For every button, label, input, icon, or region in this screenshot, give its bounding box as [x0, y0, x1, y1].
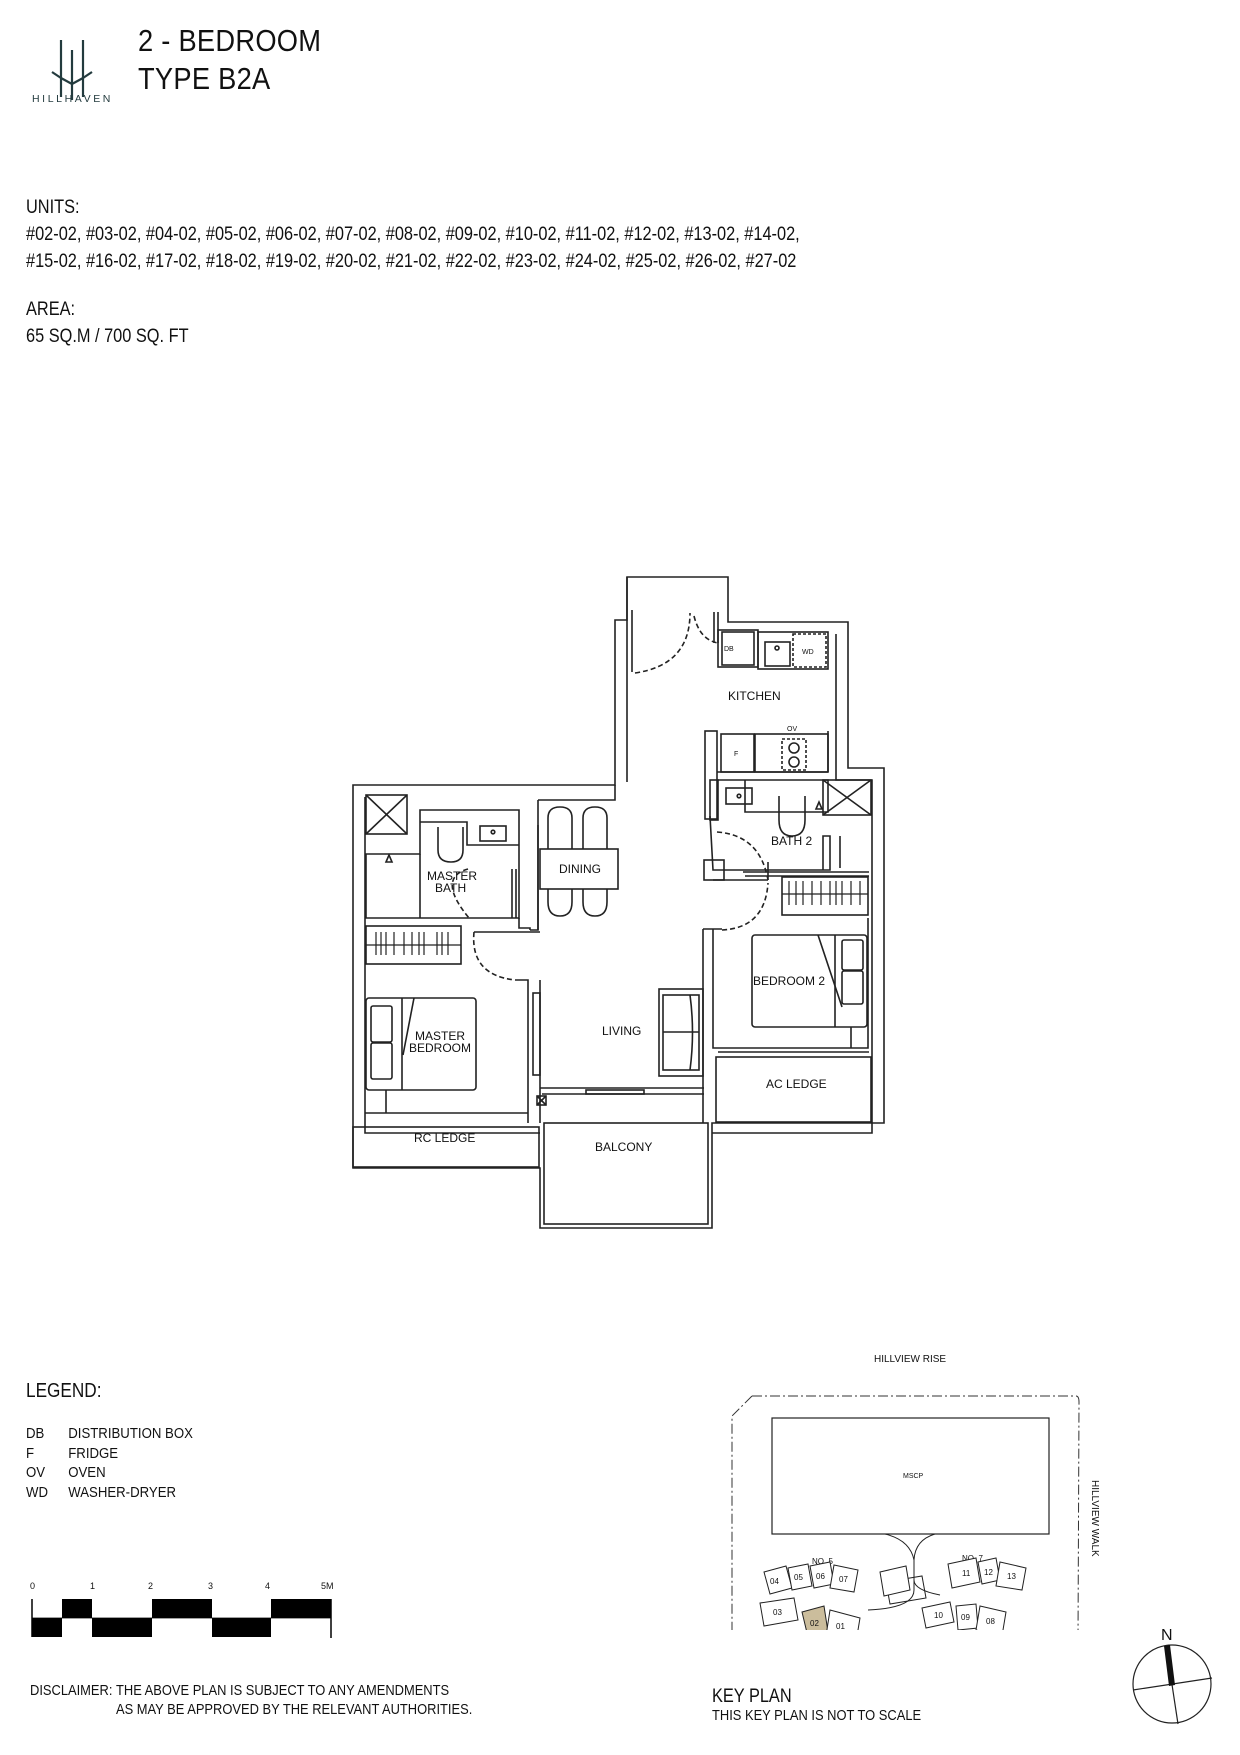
stack-02-highlight — [801, 1605, 829, 1630]
north-label: N — [1161, 1627, 1173, 1644]
mscp-label: MSCP — [903, 1473, 924, 1480]
key-plan-subtitle: THIS KEY PLAN IS NOT TO SCALE — [712, 1707, 922, 1724]
label-bath2: BATH 2 — [771, 834, 812, 848]
disclaimer-line-2: AS MAY BE APPROVED BY THE RELEVANT AUTHO… — [116, 1701, 473, 1718]
units-line-2: #15-02, #16-02, #17-02, #18-02, #19-02, … — [26, 251, 797, 272]
label-master-bath-1: MASTER — [427, 869, 477, 883]
label-ac-ledge: AC LEDGE — [766, 1077, 827, 1091]
legend: LEGEND: — [26, 1378, 102, 1405]
mscp-block — [771, 1417, 1050, 1535]
svg-text:04: 04 — [770, 1577, 779, 1586]
svg-text:3: 3 — [208, 1581, 213, 1591]
label-master-bedroom-2: BEDROOM — [409, 1041, 471, 1055]
label-balcony: BALCONY — [595, 1140, 652, 1154]
units-line-1: #02-02, #03-02, #04-02, #05-02, #06-02, … — [26, 224, 800, 245]
disclaimer-label: DISCLAIMER: — [30, 1682, 113, 1699]
svg-text:05: 05 — [794, 1573, 803, 1582]
legend-title: LEGEND: — [26, 1380, 102, 1402]
label-kitchen: KITCHEN — [728, 689, 781, 703]
fixture-f: F — [734, 751, 738, 758]
svg-text:08: 08 — [986, 1617, 995, 1626]
area-section: AREA: 65 SQ.M / 700 SQ. FT — [26, 296, 189, 350]
svg-text:06: 06 — [816, 1572, 825, 1581]
svg-text:4: 4 — [265, 1581, 270, 1591]
fixture-ov: OV — [787, 726, 797, 733]
hillhaven-logo-icon — [51, 40, 93, 106]
scale-bar: 0 1 2 3 4 5M — [30, 1581, 334, 1638]
svg-text:0: 0 — [30, 1581, 35, 1591]
svg-text:10: 10 — [934, 1611, 943, 1620]
north-arrow-icon: N — [1132, 1627, 1213, 1725]
units-section: UNITS: #02-02, #03-02, #04-02, #05-02, #… — [26, 194, 800, 275]
label-dining: DINING — [559, 862, 601, 876]
title-unit-type: TYPE B2A — [138, 61, 271, 96]
svg-text:2: 2 — [148, 1581, 153, 1591]
units-label: UNITS: — [26, 197, 80, 218]
disclaimer-line-1: THE ABOVE PLAN IS SUBJECT TO ANY AMENDME… — [116, 1682, 450, 1699]
brand-name: HILLHAVEN — [32, 93, 113, 105]
floor-plan: KITCHEN DINING MASTER BATH BATH 2 BEDROO… — [352, 576, 885, 1229]
page-title: 2 - BEDROOM TYPE B2A — [138, 22, 321, 98]
label-rc-ledge: RC LEDGE — [414, 1131, 475, 1145]
exterior-wall — [352, 576, 885, 1229]
svg-text:12: 12 — [984, 1568, 993, 1577]
area-label: AREA: — [26, 299, 76, 320]
svg-text:1: 1 — [90, 1581, 95, 1591]
stack-02-label: 02 — [810, 1619, 819, 1628]
label-bedroom2: BEDROOM 2 — [753, 974, 825, 988]
label-master-bath-2: BATH — [435, 881, 466, 895]
svg-text:11: 11 — [962, 1569, 971, 1578]
label-master-bedroom-1: MASTER — [415, 1029, 465, 1043]
road-hillview-walk: HILLVIEW WALK — [1089, 1480, 1100, 1557]
title-bedroom-type: 2 - BEDROOM — [138, 23, 322, 58]
fixture-db: DB — [724, 646, 734, 653]
svg-text:07: 07 — [839, 1575, 848, 1584]
key-plan: HILLVIEW RISE HILLVIEW WALK MSCP NO. 5 N… — [731, 1354, 1100, 1630]
key-plan-caption: KEY PLAN THIS KEY PLAN IS NOT TO SCALE — [712, 1686, 921, 1725]
fixture-wd: WD — [802, 649, 814, 656]
svg-text:09: 09 — [961, 1613, 970, 1622]
road-hillview-rise: HILLVIEW RISE — [874, 1354, 946, 1365]
block-no5: NO. 5 — [812, 1557, 833, 1566]
svg-text:13: 13 — [1007, 1572, 1016, 1581]
svg-text:03: 03 — [773, 1608, 782, 1617]
key-plan-title: KEY PLAN — [712, 1686, 792, 1707]
brand-logo: HILLHAVEN — [28, 30, 118, 116]
svg-text:5M: 5M — [321, 1581, 334, 1591]
area-value: 65 SQ.M / 700 SQ. FT — [26, 326, 189, 347]
label-living: LIVING — [602, 1024, 641, 1038]
svg-text:01: 01 — [836, 1622, 845, 1630]
